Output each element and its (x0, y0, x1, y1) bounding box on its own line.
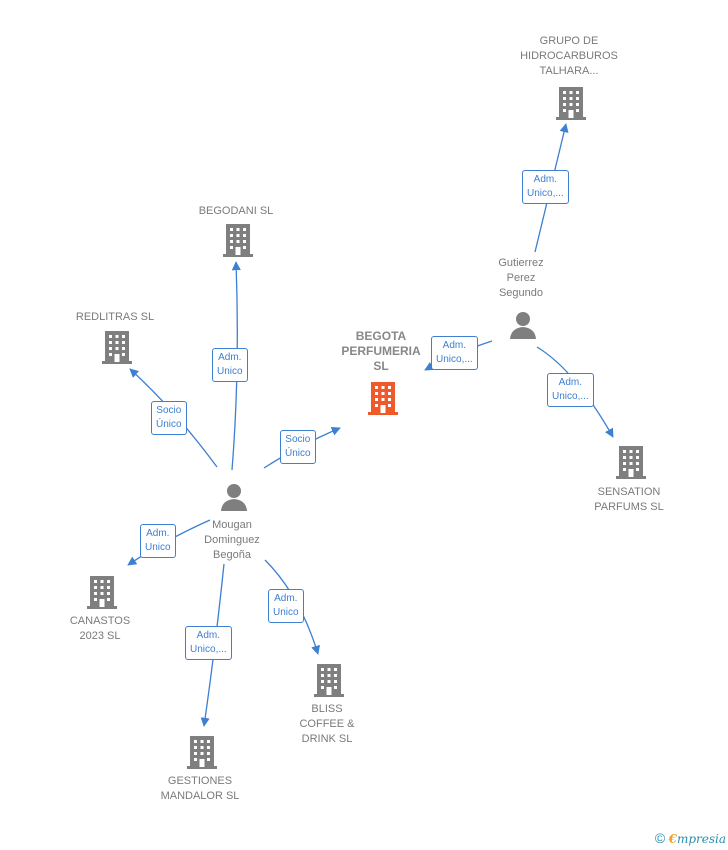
building-icon[interactable] (86, 574, 118, 610)
edge-badge-mougan-begodani[interactable]: Adm. Unico (212, 348, 248, 382)
node-label-begota: BEGOTA PERFUMERIA SL (341, 329, 421, 373)
edge-badge-mougan-bliss[interactable]: Adm. Unico (268, 589, 304, 623)
building-icon[interactable] (186, 734, 218, 770)
building-icon[interactable] (555, 85, 587, 121)
building-icon[interactable] (101, 329, 133, 365)
brand-name: €mpresia (668, 832, 726, 846)
node-label-mougan: Mougan Dominguez Begoña (204, 519, 260, 561)
person-icon[interactable] (508, 310, 538, 340)
node-label-sensation: SENSATION PARFUMS SL (594, 486, 664, 513)
edge-badge-mougan-canastos[interactable]: Adm. Unico (140, 524, 176, 558)
node-label-gutierrez: Gutierrez Perez Segundo (498, 257, 544, 299)
building-icon-main[interactable] (367, 380, 399, 416)
edge-badge-mougan-begota[interactable]: Socio Único (280, 430, 316, 464)
copyright-icon: © (654, 830, 666, 846)
building-icon[interactable] (222, 222, 254, 258)
edge-badge-gutierrez-grupo[interactable]: Adm. Unico,... (522, 170, 569, 204)
node-label-canastos: CANASTOS 2023 SL (69, 615, 131, 642)
building-icon[interactable] (615, 444, 647, 480)
node-label-begodani: BEGODANI SL (198, 205, 274, 217)
building-icon[interactable] (313, 662, 345, 698)
edge-badge-mougan-redlitras[interactable]: Socio Único (151, 401, 187, 435)
edge-badge-gutierrez-sensation[interactable]: Adm. Unico,... (547, 373, 594, 407)
edge-badge-gutierrez-begota[interactable]: Adm. Unico,... (431, 336, 478, 370)
node-label-redlitras: REDLITRAS SL (75, 311, 155, 323)
node-label-grupo: GRUPO DE HIDROCARBUROS TALHARA... (520, 35, 618, 77)
footer-brand[interactable]: © €mpresia (655, 830, 726, 846)
person-icon[interactable] (219, 482, 249, 512)
node-label-gestiones: GESTIONES MANDALOR SL (160, 775, 240, 802)
edge-badge-mougan-gestiones[interactable]: Adm. Unico,... (185, 626, 232, 660)
node-label-bliss: BLISS COFFEE & DRINK SL (299, 703, 355, 745)
